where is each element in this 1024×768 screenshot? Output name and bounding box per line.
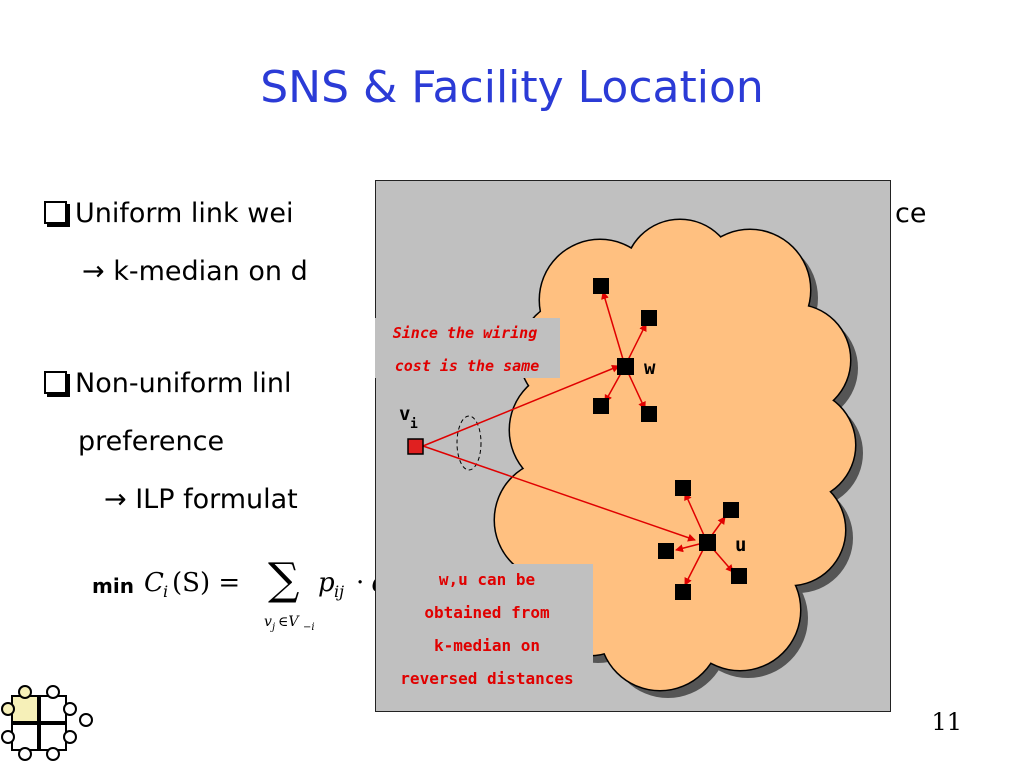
formula-sum-set-sub: −i — [303, 622, 315, 633]
formula-lhs-sub: i — [163, 582, 169, 601]
formula-sum: ∑ — [268, 554, 300, 605]
checkbox-bullet-icon — [44, 201, 67, 224]
wiring-note-line1: Since the wiring — [393, 324, 538, 342]
selection-ellipse — [456, 415, 482, 471]
page-number: 11 — [931, 708, 962, 736]
bullet-ilp-sub: → ILP formulat — [104, 484, 298, 515]
formula-sum-index-sub: j — [272, 622, 276, 633]
wiring-note-bg — [375, 318, 560, 378]
formula-min-label: min — [92, 574, 134, 598]
bullet-uniform-link: Uniform link wei — [44, 198, 293, 229]
formula-p: p — [318, 568, 335, 598]
client-nodes — [593, 278, 747, 600]
bullet-kmedian-sub: → k-median on d — [82, 256, 308, 287]
cloud-shape — [495, 220, 855, 690]
facility-node-u — [699, 534, 716, 551]
formula-lhs-arg: (S) = — [172, 568, 241, 598]
bullet-nonuniform-link: Non-uniform linl — [44, 368, 291, 399]
formula-sum-index: v — [264, 614, 272, 630]
kmedian-note-line2: obtained from — [424, 603, 550, 622]
label-u: u — [735, 534, 746, 556]
facility-node-w — [617, 358, 634, 375]
bullet-nonuniform-text: Non-uniform linl — [75, 368, 292, 399]
node-vi — [407, 438, 424, 455]
kmedian-note-line3: k-median on — [434, 636, 540, 655]
kmedian-note-line1: w,u can be — [439, 570, 535, 589]
slide-title: SNS & Facility Location — [260, 62, 764, 113]
formula-sum-set: ∈V — [278, 614, 299, 630]
kmedian-note-bg — [383, 564, 593, 692]
bullet-uniform-tail: ce — [895, 198, 927, 229]
network-diagram: w u v i Since the wiring cost is the sam… — [375, 218, 863, 698]
bullet-preference: preference — [78, 426, 225, 457]
formula-lhs: C — [144, 568, 164, 598]
puzzle-logo-icon — [1, 685, 93, 761]
formula-dot: · — [356, 568, 365, 598]
label-w: w — [644, 357, 656, 379]
link-vi-u — [422, 445, 696, 542]
kmedian-note-line4: reversed distances — [400, 669, 573, 688]
label-vi-sub: i — [410, 417, 418, 432]
link-vi-w — [422, 364, 620, 447]
bullet-uniform-text: Uniform link wei — [75, 198, 294, 229]
label-vi: v — [399, 403, 410, 425]
checkbox-bullet-icon — [44, 371, 67, 394]
formula-p-sub: ij — [334, 582, 345, 601]
wiring-note-line2: cost is the same — [395, 357, 540, 375]
